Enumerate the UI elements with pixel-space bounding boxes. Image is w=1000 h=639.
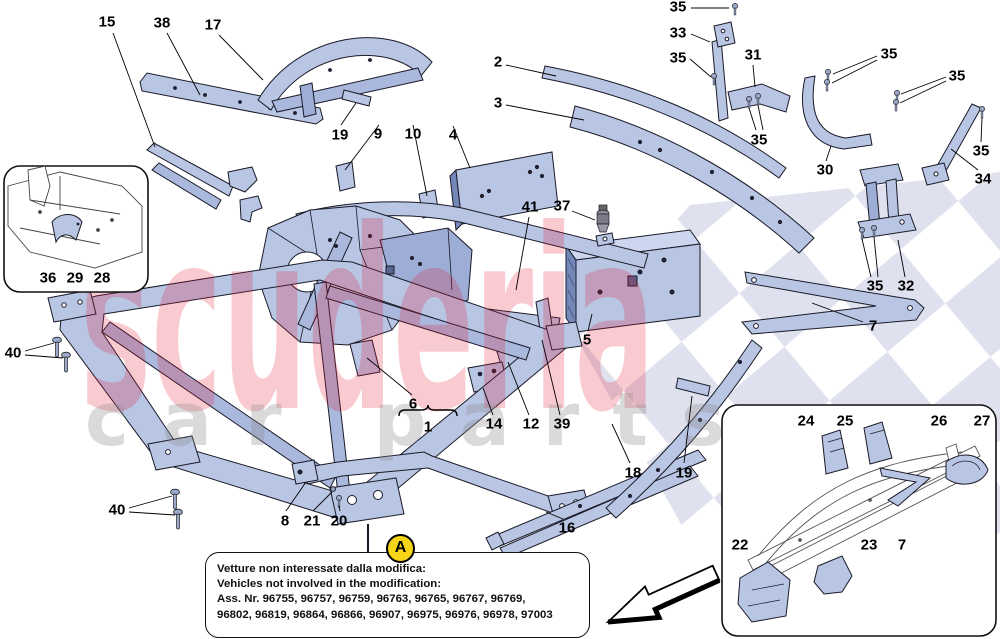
part-22-bracket-inset — [737, 561, 791, 623]
part-7-bracket-inset — [879, 467, 932, 507]
note-line-english: Vehicles not involved in the modificatio… — [217, 578, 442, 591]
direction-arrow-icon — [605, 564, 721, 625]
part-18-rail — [605, 339, 763, 519]
part-37-sensor — [595, 204, 615, 247]
part-11-bracket — [227, 166, 258, 193]
note-badge-a: A — [386, 534, 415, 563]
part-27-bracket-inset — [945, 454, 989, 485]
part-7-aframe — [741, 271, 925, 335]
part-33-strut — [711, 21, 736, 122]
part-13-bracket — [239, 195, 263, 223]
part-24-bracket-inset — [821, 429, 849, 475]
modification-note-box: Vetture non interessate dalla modifica: … — [205, 552, 590, 638]
inset-detail-bottomright — [721, 404, 997, 637]
note-line-assembly-numbers-1: Ass. Nr. 96755, 96757, 96759, 96763, 967… — [217, 593, 526, 606]
part-29-bracket-inset — [51, 214, 83, 244]
part-19-strip — [341, 89, 372, 107]
part-30-hoop — [802, 75, 873, 150]
group-brace-1 — [398, 404, 458, 417]
note-line-italian: Vetture non interessate dalla modifica: — [217, 563, 426, 575]
inset-detail-topleft — [3, 165, 149, 293]
parts-group — [47, 21, 982, 559]
watermark-primary: scuderia — [80, 176, 655, 467]
note-line-assembly-numbers-2: 96802, 96819, 96864, 96866, 96907, 96975… — [217, 608, 553, 621]
part-9-wedge — [335, 161, 356, 192]
part-1-subframe — [47, 259, 583, 558]
part-34-strut — [921, 103, 982, 186]
part-2-rail — [541, 65, 787, 179]
part-19b-strip — [675, 377, 711, 397]
watermark-secondary: car parts — [85, 377, 725, 463]
part-3-sill — [569, 105, 815, 254]
watermark: scuderia car parts — [80, 176, 725, 467]
part-32-bracket — [857, 163, 917, 239]
part-17-hoop — [257, 37, 433, 118]
part-25-bracket-inset — [863, 421, 893, 465]
part-23-bracket-inset — [813, 555, 853, 595]
